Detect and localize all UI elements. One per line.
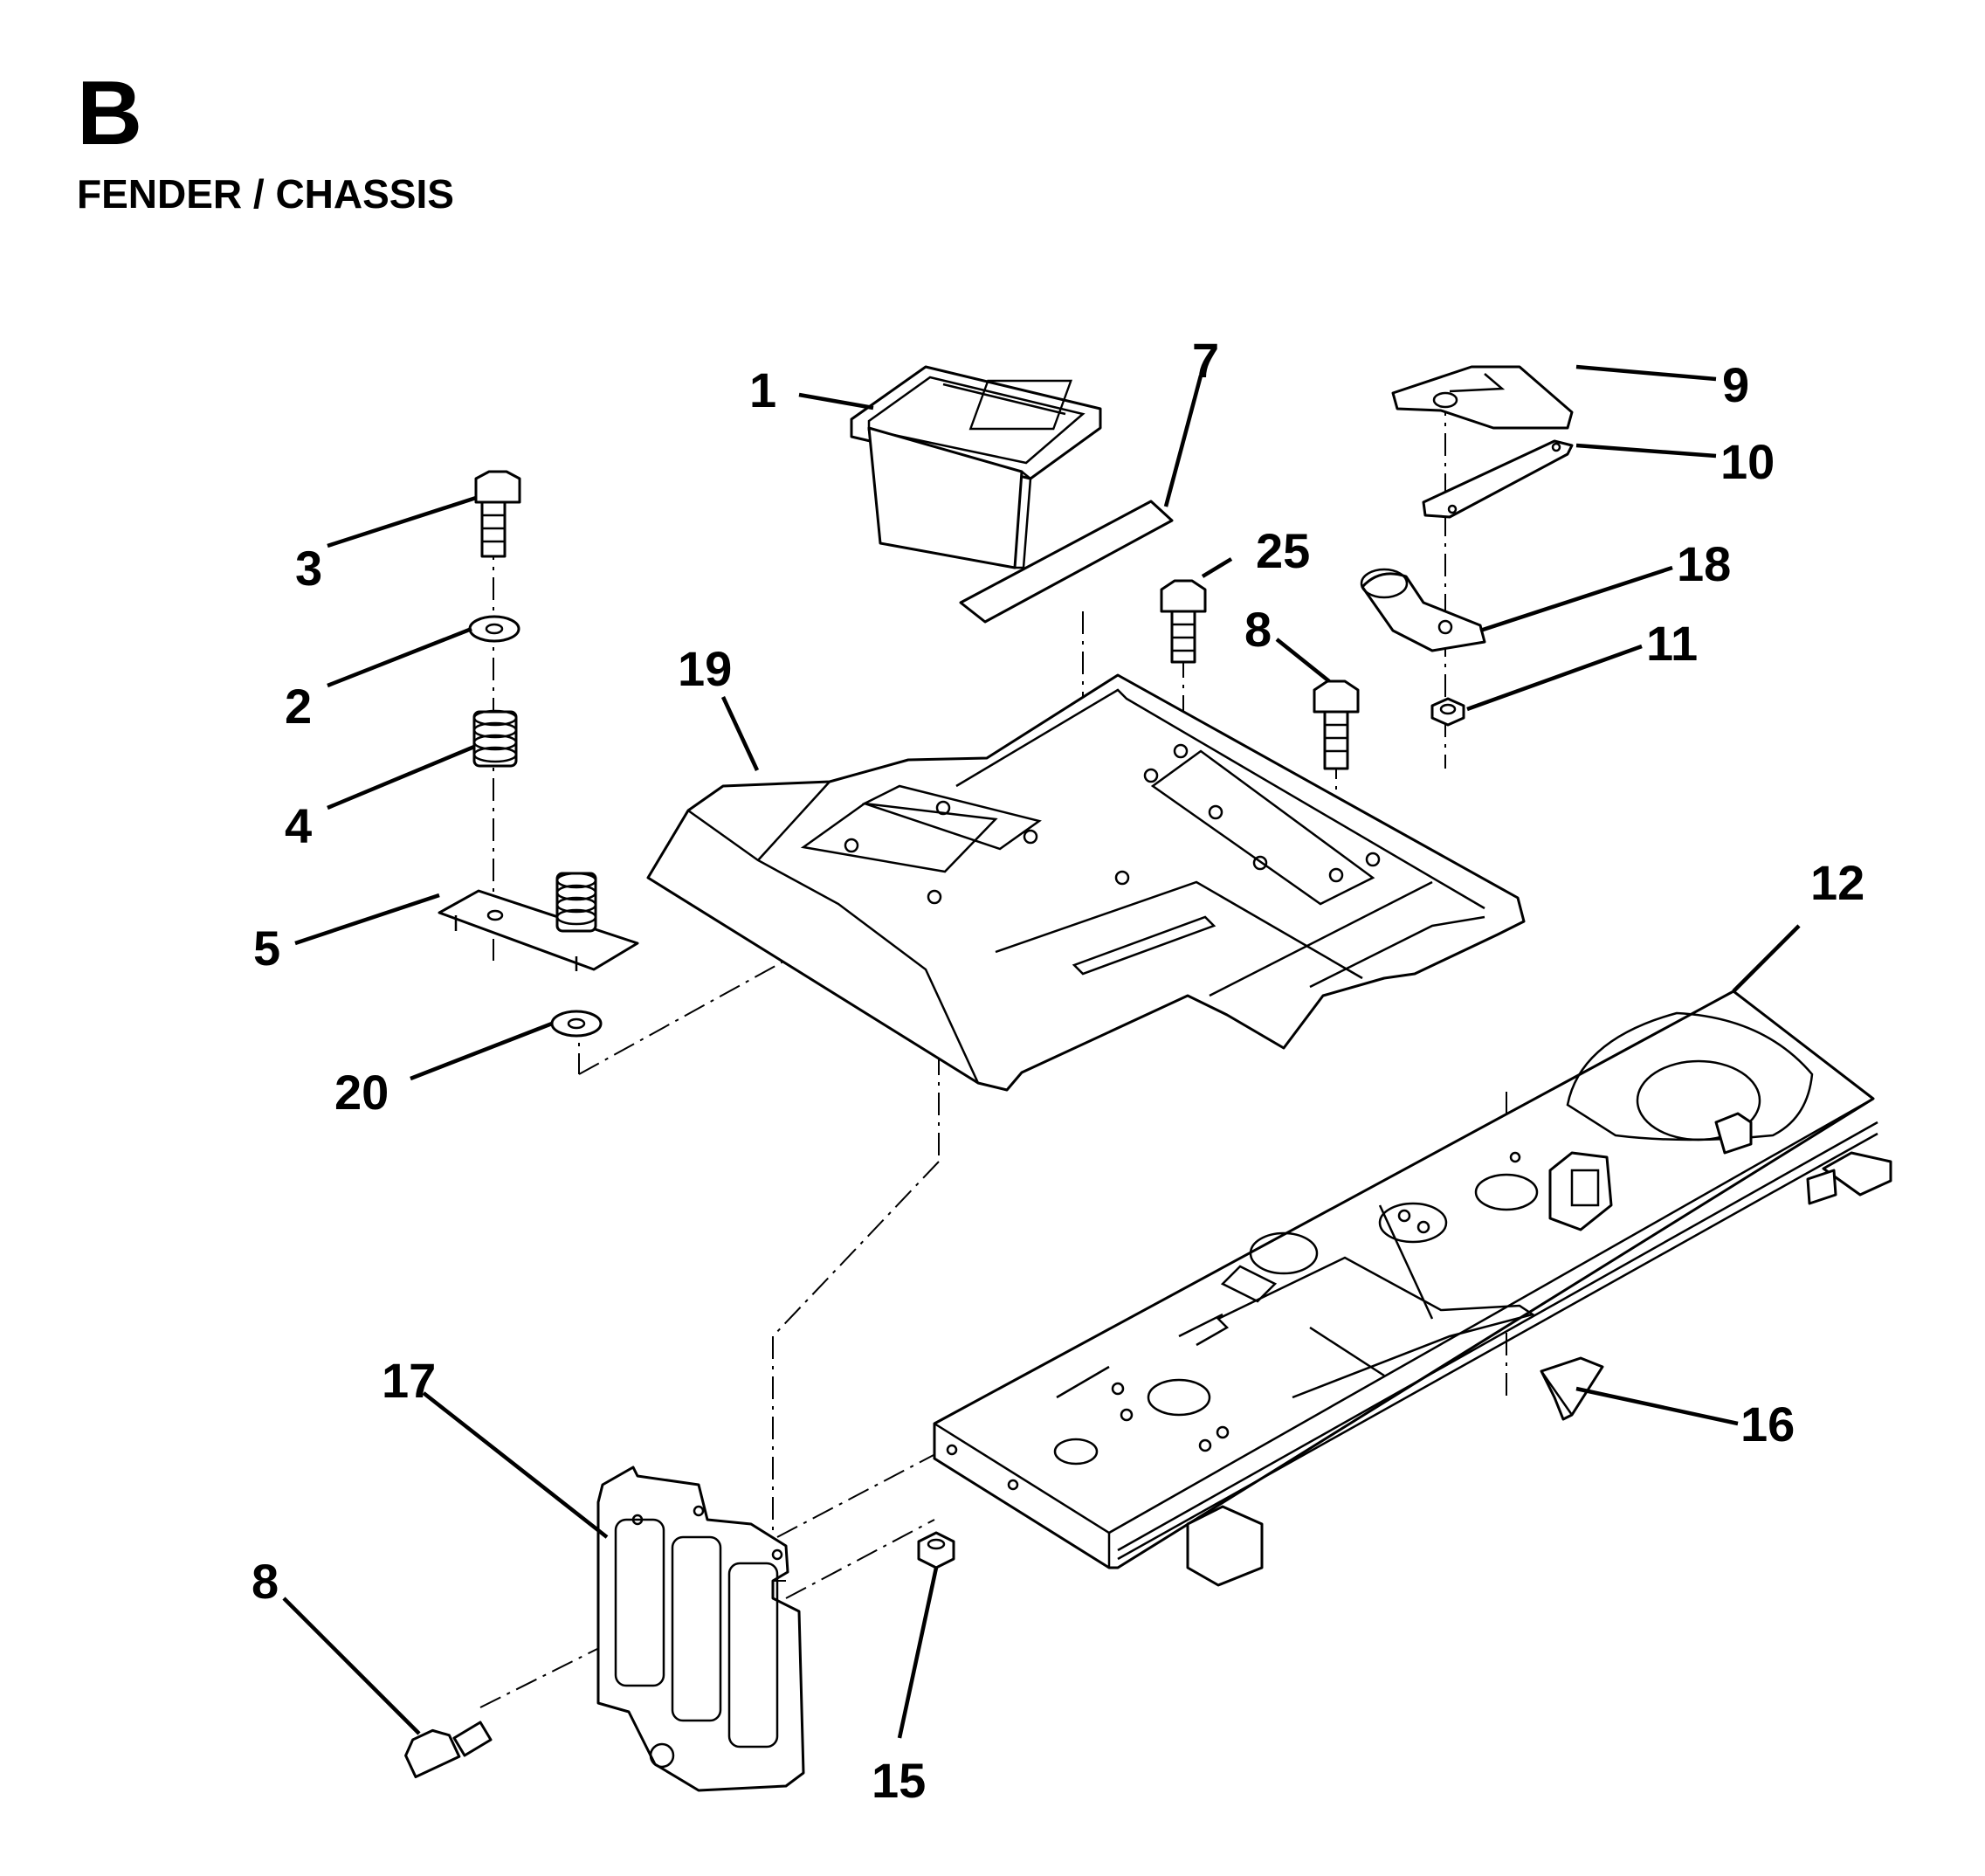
section-letter: B — [77, 63, 142, 164]
callout-8-top: 8 — [1244, 602, 1272, 657]
callout-10: 10 — [1720, 434, 1775, 489]
part-8-screw-top — [1313, 679, 1360, 770]
callouts: 1 7 9 10 25 18 8 11 3 2 19 4 12 5 20 17 … — [252, 333, 1864, 1808]
part-2-washer — [468, 615, 520, 643]
callout-2: 2 — [285, 679, 312, 734]
part-7-decal — [959, 500, 1174, 624]
callout-1: 1 — [749, 362, 776, 417]
part-25-screw — [1160, 579, 1207, 664]
callout-5: 5 — [253, 921, 280, 976]
part-8-screw-bottom — [404, 1721, 493, 1779]
callout-15: 15 — [872, 1753, 926, 1808]
part-18-clamp — [1360, 568, 1486, 652]
part-19-fender — [646, 673, 1526, 1092]
part-5-spring-plate — [438, 872, 639, 971]
callout-18: 18 — [1677, 536, 1731, 591]
callout-4: 4 — [285, 798, 312, 853]
part-1-storage-tray — [850, 365, 1102, 569]
callout-9: 9 — [1722, 357, 1749, 412]
callout-19: 19 — [678, 641, 732, 696]
callout-17: 17 — [382, 1353, 436, 1408]
part-4-spring — [472, 709, 518, 768]
section-title: FENDER / CHASSIS — [77, 171, 454, 217]
callout-11: 11 — [1646, 616, 1698, 671]
callout-8-bottom: 8 — [252, 1554, 279, 1609]
part-15-nut — [917, 1531, 955, 1569]
callout-7: 7 — [1192, 333, 1219, 388]
part-12-chassis — [933, 990, 1892, 1587]
part-9-cover — [1391, 365, 1574, 430]
callout-20: 20 — [334, 1065, 389, 1120]
part-3-bolt — [474, 470, 521, 558]
part-20-washer — [550, 1010, 603, 1038]
part-16-clip — [1540, 1356, 1604, 1421]
part-11-nut — [1430, 697, 1465, 727]
callout-12: 12 — [1810, 855, 1864, 910]
callout-16: 16 — [1740, 1397, 1795, 1452]
part-17-side-plate — [596, 1466, 805, 1792]
leader-lines — [282, 364, 1801, 1739]
callout-25: 25 — [1256, 523, 1310, 578]
part-10-plate — [1422, 439, 1574, 519]
callout-3: 3 — [295, 541, 322, 596]
